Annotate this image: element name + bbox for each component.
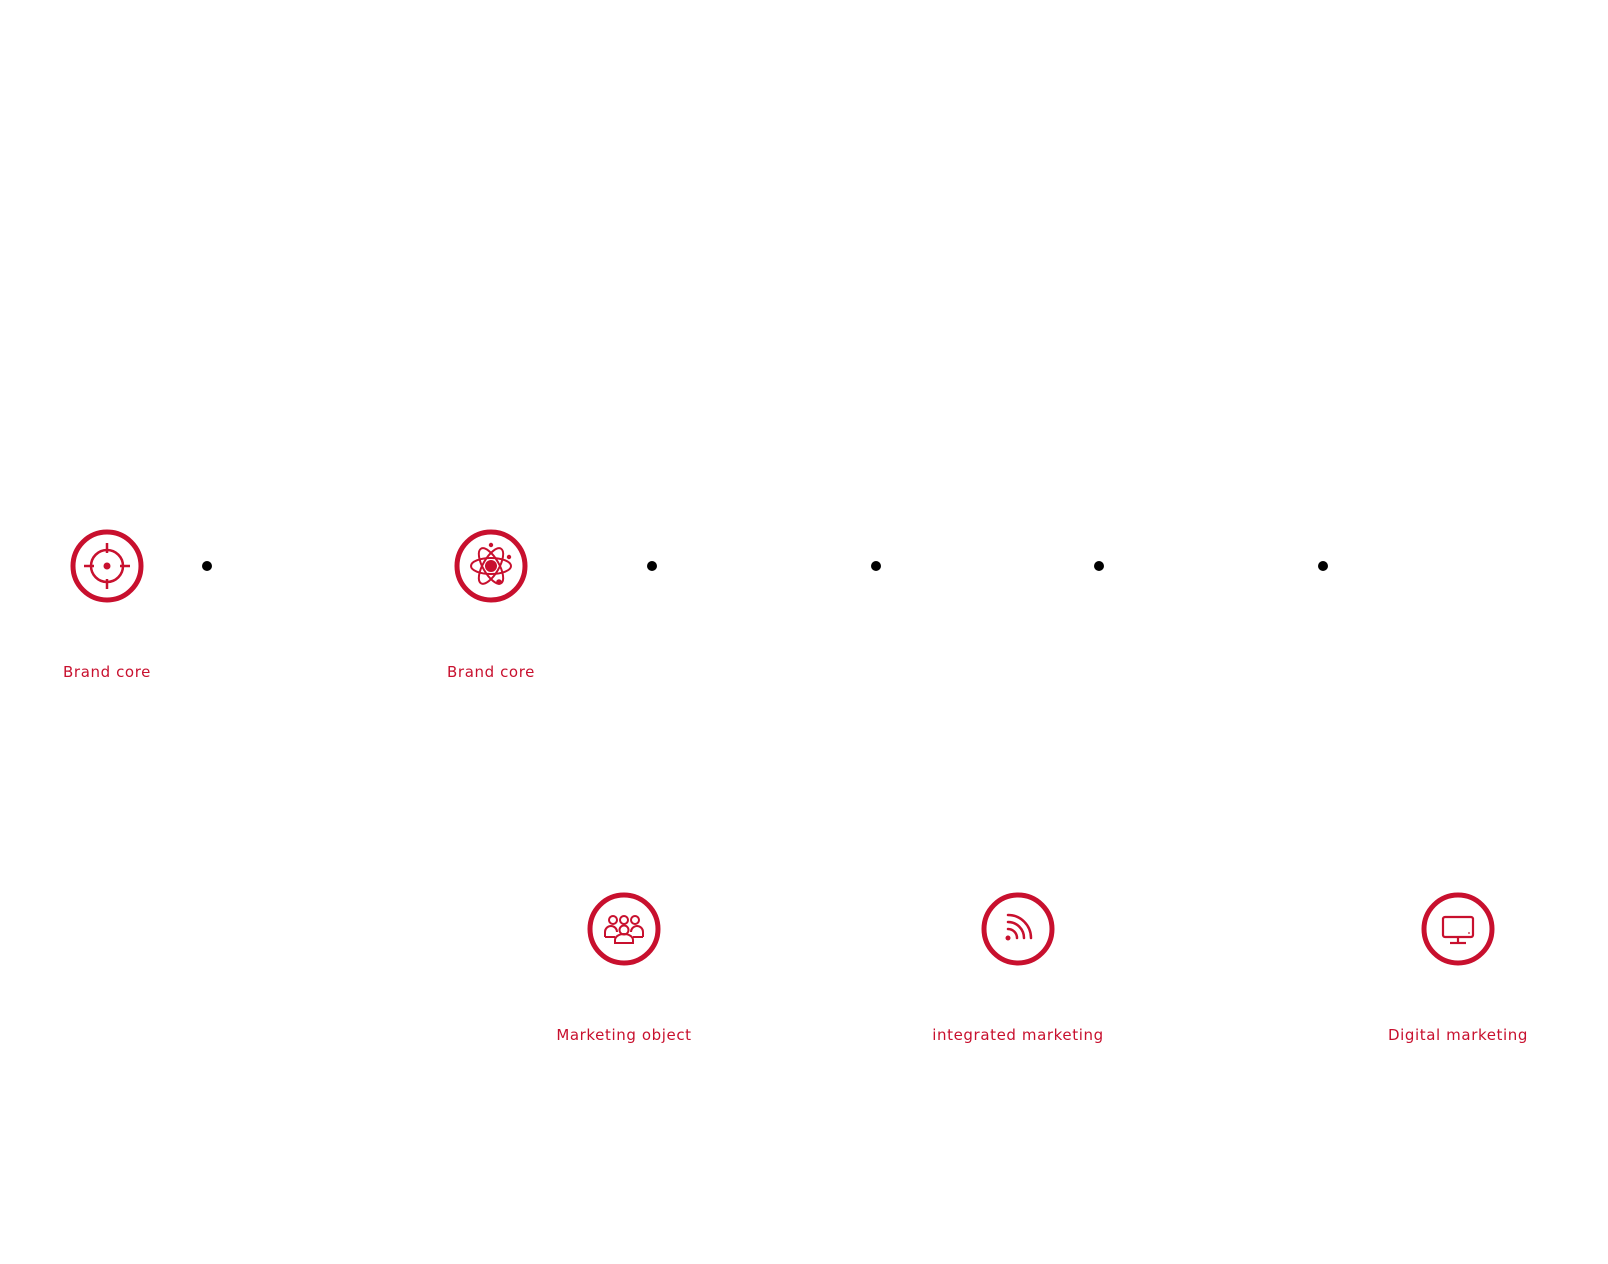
item-label: Brand core (447, 663, 535, 681)
item-label: Brand core (63, 663, 151, 681)
monitor-icon (1421, 892, 1495, 966)
item-label: Marketing object (556, 1026, 692, 1044)
dot-marker (871, 561, 881, 571)
signal-waves-icon (981, 892, 1055, 966)
group-people-icon (587, 892, 661, 966)
item-digital-marketing: Digital marketing (1358, 892, 1558, 1044)
atom-icon (454, 529, 528, 603)
dot-marker (1318, 561, 1328, 571)
dot-marker (1094, 561, 1104, 571)
dot-marker (647, 561, 657, 571)
item-integrated-marketing: integrated marketing (918, 892, 1118, 1044)
item-label: Digital marketing (1387, 1026, 1529, 1044)
dot-marker (202, 561, 212, 571)
item-brand-core-1: Brand core (7, 529, 207, 681)
item-marketing-object: Marketing object (524, 892, 724, 1044)
item-brand-core-2: Brand core (391, 529, 591, 681)
item-label: integrated marketing (932, 1026, 1104, 1044)
target-icon (70, 529, 144, 603)
